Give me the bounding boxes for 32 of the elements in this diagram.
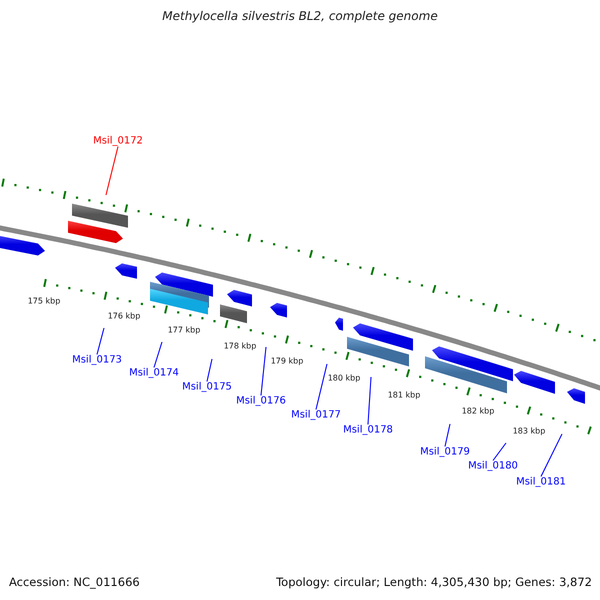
position-label: 182 kbp bbox=[462, 406, 494, 416]
gene-label: Msil_0172 bbox=[93, 136, 143, 146]
gene-label: Msil_0173 bbox=[72, 354, 122, 366]
gene-label: Msil_0174 bbox=[129, 368, 179, 378]
gene-label: Msil_0176 bbox=[236, 396, 286, 406]
leader-line bbox=[540, 434, 562, 477]
gene-label: Msil_0181 bbox=[516, 476, 566, 488]
leader-line bbox=[96, 328, 104, 355]
position-label: 177 kbp bbox=[168, 326, 200, 334]
position-label: 175 kbp bbox=[28, 296, 60, 306]
accession-text: Accession: NC_011666 bbox=[9, 575, 140, 589]
gene-label: Msil_0175 bbox=[182, 382, 232, 392]
leader-line bbox=[260, 346, 266, 396]
position-label: 183 kbp bbox=[512, 426, 546, 436]
position-label: 181 kbp bbox=[388, 390, 420, 400]
leader-line bbox=[492, 442, 506, 461]
gene-label: Msil_0178 bbox=[343, 424, 393, 436]
leader-line bbox=[316, 364, 328, 410]
leader-line bbox=[154, 342, 162, 368]
genome-title: Methylocella silvestris BL2, complete genome bbox=[161, 9, 439, 23]
leader-line bbox=[444, 424, 450, 447]
gene-label: Msil_0180 bbox=[468, 460, 518, 472]
leader-line bbox=[106, 146, 118, 196]
gene-label: Msil_0179 bbox=[420, 446, 470, 458]
position-label: 176 kbp bbox=[108, 312, 140, 320]
leader-line bbox=[206, 358, 212, 382]
position-label: 179 kbp bbox=[270, 356, 304, 366]
position-label: 180 kbp bbox=[328, 374, 360, 382]
genome-stats: Topology: circular; Length: 4,305,430 bp; Genes: 3,872 bbox=[276, 575, 592, 589]
gene-label: Msil_0177 bbox=[291, 410, 341, 420]
leader-line bbox=[368, 376, 372, 425]
position-label: 178 kbp bbox=[224, 342, 256, 350]
